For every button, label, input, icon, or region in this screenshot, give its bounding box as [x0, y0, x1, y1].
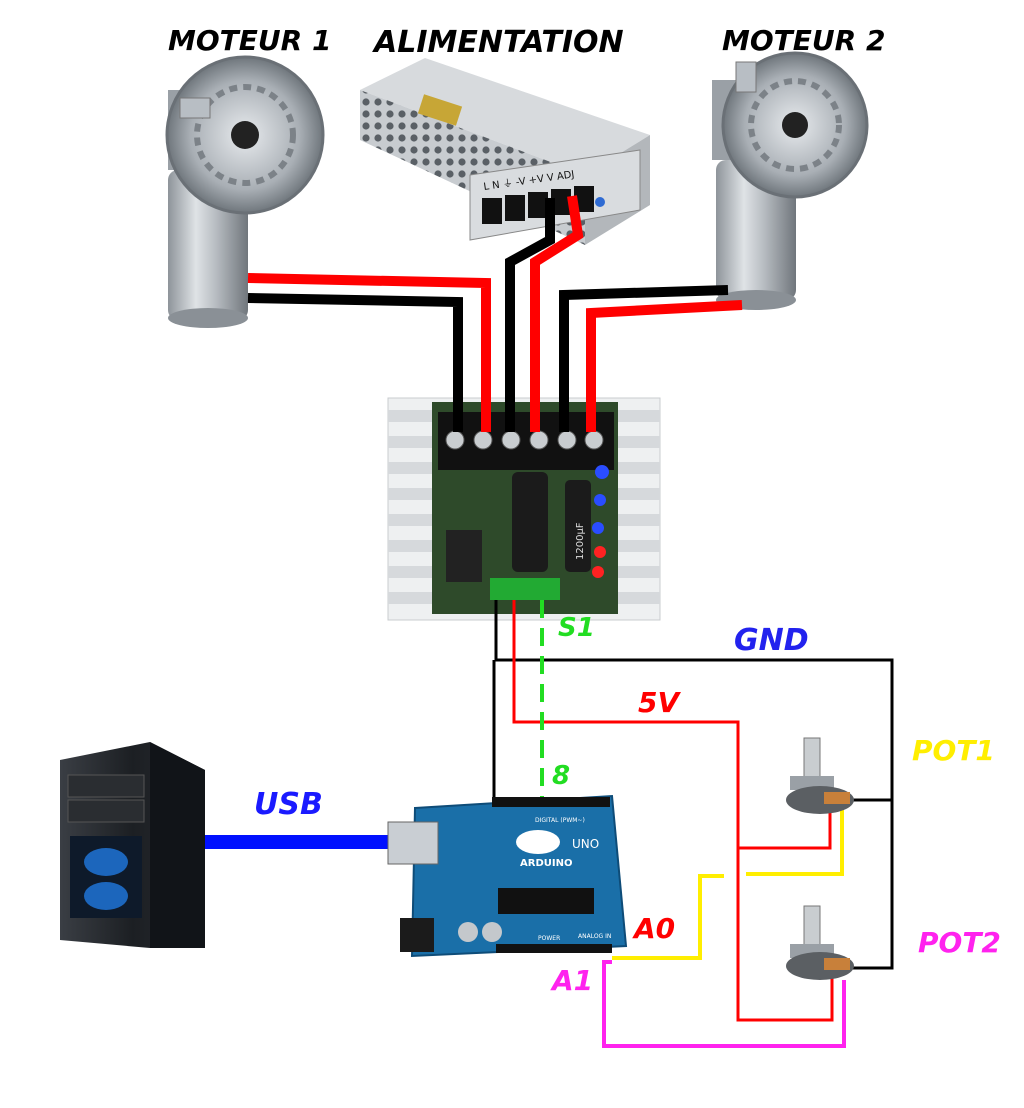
potentiometer-1: [786, 737, 854, 814]
psu-black-wire: [505, 198, 555, 432]
motor-power-wires: [247, 195, 743, 432]
label-s1: S1: [558, 613, 595, 643]
analog-header-label: ANALOG IN: [578, 933, 611, 940]
label-a1: A1: [550, 964, 593, 997]
computer-tower: [60, 742, 205, 948]
5v-wire: [512, 600, 834, 1022]
motor2-red-wire: [586, 300, 743, 432]
label-a0: A0: [632, 912, 675, 945]
motor2-black-wire: [559, 285, 729, 432]
motor-1: [165, 55, 325, 328]
motor1-black-wire: [247, 293, 463, 432]
a1-wire: [602, 960, 846, 1048]
label-moteur1: MOTEUR 1: [168, 24, 331, 57]
signal-wires: [197, 600, 894, 1048]
label-gnd: GND: [734, 623, 809, 658]
motor1-red-wire: [247, 273, 491, 432]
label-moteur2: MOTEUR 2: [722, 24, 885, 57]
a0-wire: [612, 874, 724, 960]
label-pot1: POT1: [912, 734, 995, 767]
arduino-model: UNO: [572, 837, 599, 851]
a0-pot1-wire: [746, 808, 844, 876]
5v-pot1-wire: [738, 808, 832, 850]
psu-red-wire: [530, 195, 584, 432]
arduino-uno: ARDUINO UNO DIGITAL (PWM~) POWER ANALOG …: [387, 794, 628, 958]
capacitor-label: 1200µF: [575, 522, 586, 560]
power-supply: L N ⏚ -V +V V ADJ: [360, 58, 650, 245]
gnd-wire: [494, 600, 894, 970]
motor-controller: 1200µF: [387, 397, 661, 621]
label-pot2: POT2: [918, 926, 1001, 959]
label-usb: USB: [254, 787, 323, 822]
potentiometer-2: [786, 905, 854, 980]
label-alimentation: ALIMENTATION: [372, 25, 624, 60]
arduino-brand: ARDUINO: [520, 858, 572, 869]
label-5v: 5V: [638, 686, 681, 719]
digital-header-label: DIGITAL (PWM~): [535, 817, 585, 824]
power-header-label: POWER: [538, 935, 560, 942]
motor-2: [712, 51, 869, 310]
label-pin8: 8: [552, 761, 570, 791]
